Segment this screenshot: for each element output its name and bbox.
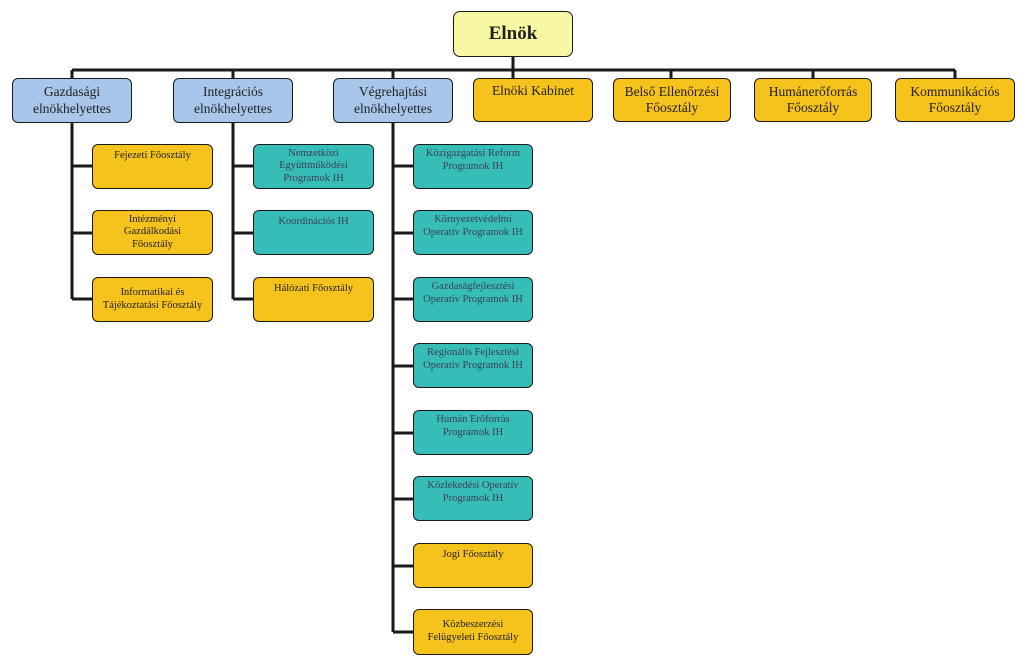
president-box: Elnök — [453, 11, 573, 57]
unit-transport-programs: Közlekedési Operatív Programok IH — [413, 476, 533, 521]
unit-international-cooperation: Nemzetközi Együttműködési Programok IH — [253, 144, 374, 189]
dept-communications: Kommunikációs Főosztály — [895, 78, 1015, 122]
unit-legal-department: Jogi Főosztály — [413, 543, 533, 588]
dept-presidential-cabinet: Elnöki Kabinet — [473, 78, 593, 122]
unit-it-information: Informatikai és Tájékoztatási Főosztály — [92, 277, 213, 322]
unit-human-resources-programs: Humán Erőforrás Programok IH — [413, 410, 533, 455]
dept-internal-audit: Belső Ellenőrzési Főosztály — [613, 78, 731, 122]
unit-procurement-supervision: Közbeszerzési Felügyeleti Főosztály — [413, 609, 533, 655]
dept-human-resources: Humánerőforrás Főosztály — [754, 78, 872, 122]
unit-regional-development: Regionális Fejlesztési Operatív Programo… — [413, 343, 533, 388]
unit-coordination: Koordinációs IH — [253, 210, 374, 255]
unit-public-admin-reform: Közigazgatási Reform Programok IH — [413, 144, 533, 189]
unit-environment-programs: Környezetvédelmi Operatív Programok IH — [413, 210, 533, 255]
deputy-economic: Gazdasági elnökhelyettes — [12, 78, 132, 123]
unit-budget-department: Fejezeti Főosztály — [92, 144, 213, 189]
unit-institutional-management: Intézményi Gazdálkodási Főosztály — [92, 210, 213, 255]
unit-economic-development: Gazdaságfejlesztési Operatív Programok I… — [413, 277, 533, 322]
deputy-execution: Végrehajtási elnökhelyettes — [333, 78, 453, 123]
unit-network-department: Hálózati Főosztály — [253, 277, 374, 322]
deputy-integration: Integrációs elnökhelyettes — [173, 78, 293, 123]
